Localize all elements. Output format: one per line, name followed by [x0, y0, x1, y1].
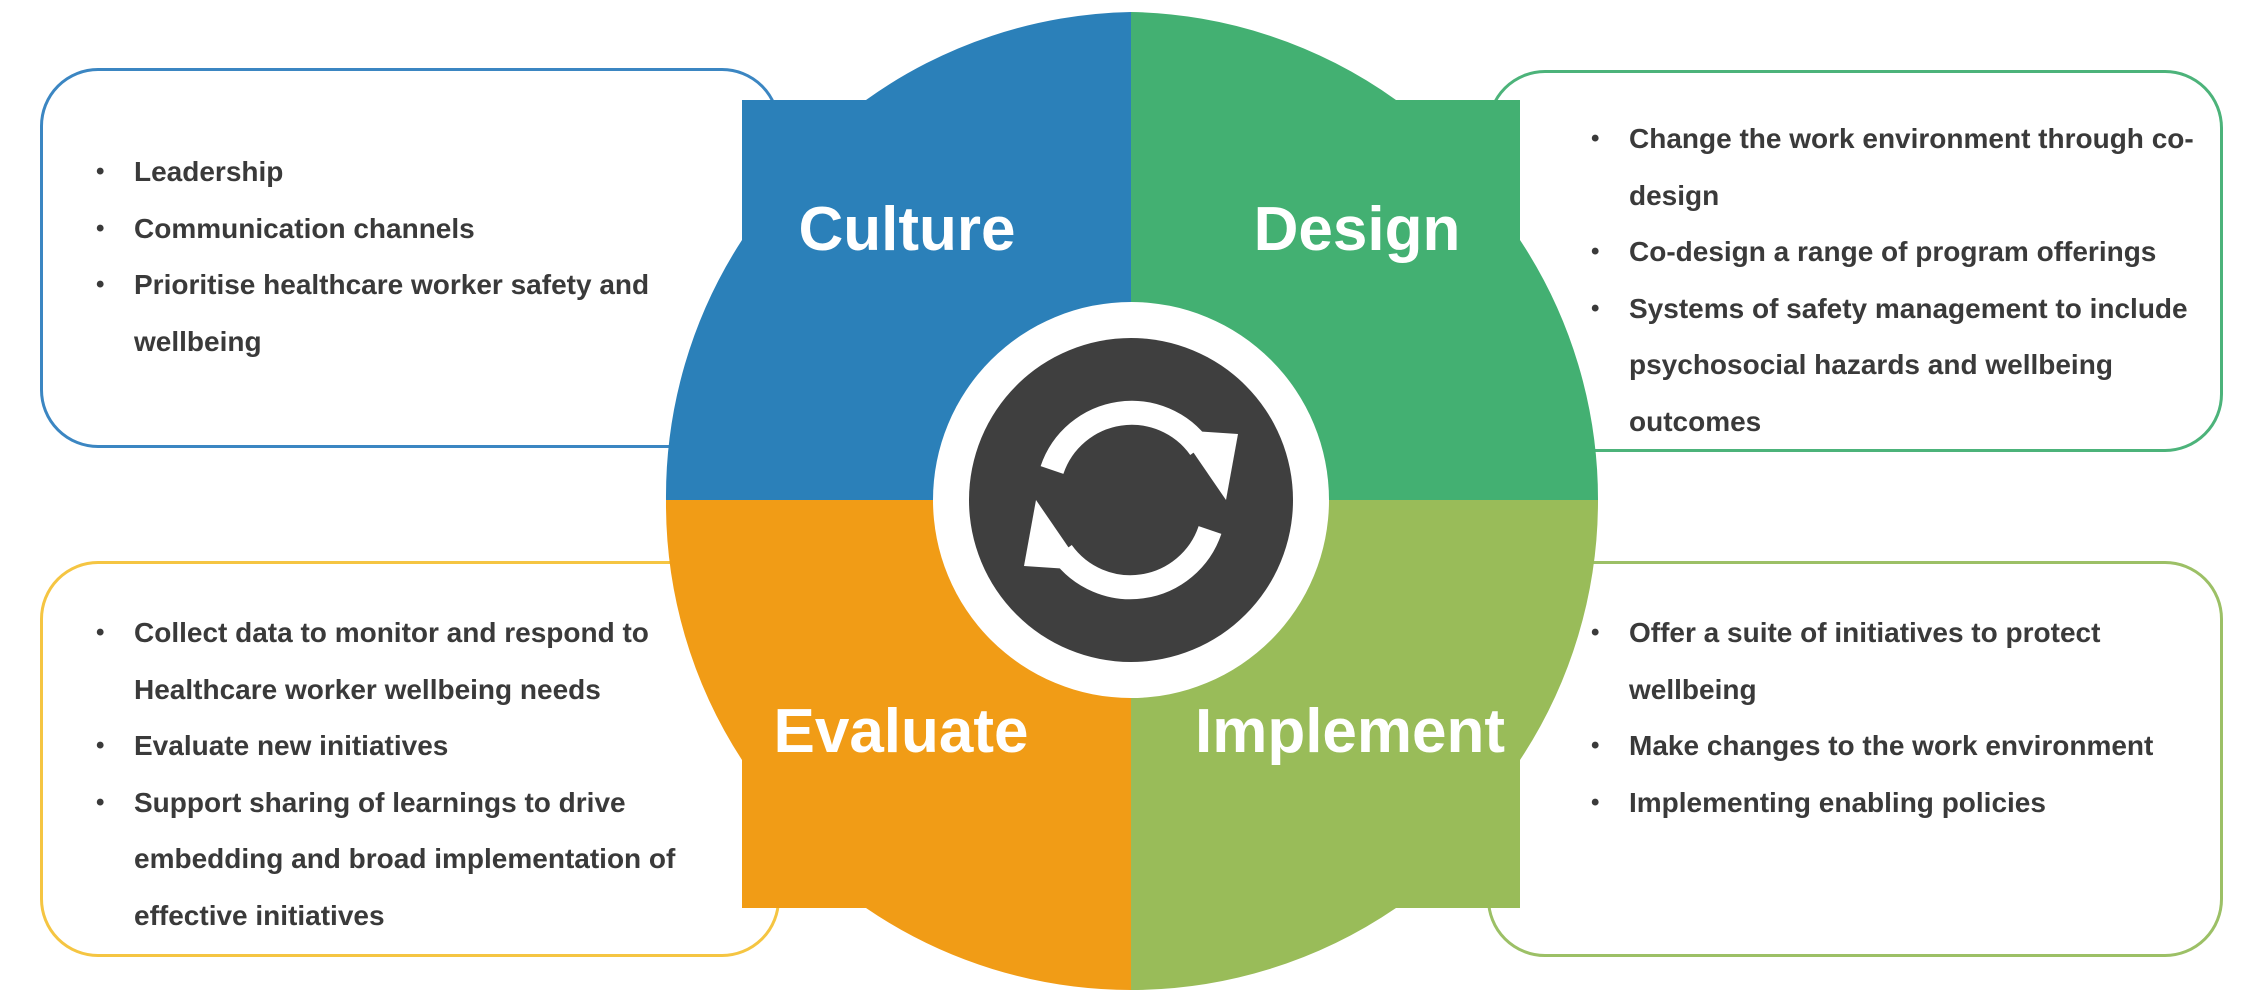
- bullet-icon: •: [1591, 788, 1600, 816]
- list-item: • Implementing enabling policies: [1591, 775, 2199, 832]
- bullet-icon: •: [1591, 238, 1600, 265]
- list-item: • Offer a suite of initiatives to protect…: [1591, 605, 2199, 718]
- list-item: • Make changes to the work environment: [1591, 718, 2199, 775]
- arrowhead-top-right: [1178, 430, 1238, 500]
- list-item-text: Co-design a range of program offerings: [1629, 236, 2157, 267]
- bullet-icon: •: [96, 732, 105, 759]
- list-item-text: Offer a suite of initiatives to protect …: [1629, 617, 2101, 705]
- bullet-icon: •: [1591, 125, 1600, 152]
- bullet-icon: •: [96, 271, 105, 298]
- list-item: • Support sharing of learnings to drive e…: [96, 775, 724, 945]
- center-disc: [969, 338, 1293, 662]
- list-item-text: Systems of safety management to include …: [1629, 292, 2188, 437]
- bullet-icon: •: [96, 619, 105, 646]
- culture-box: [40, 68, 780, 448]
- list-item-text: Implementing enabling policies: [1629, 786, 2046, 818]
- list-item: • Communication channels: [96, 201, 694, 258]
- list-item: • Systems of safety management to include…: [1591, 281, 2199, 451]
- bullet-icon: •: [1591, 619, 1600, 646]
- evaluate-list: • Collect data to monitor and respond to …: [96, 605, 724, 945]
- culture-list: • Leadership • Communication channels • Pri…: [96, 144, 694, 370]
- list-item: • Change the work environment through co-…: [1591, 111, 2199, 224]
- implement-title: Implement: [1195, 697, 1505, 766]
- list-item-text: Make changes to the work environment: [1629, 730, 2154, 761]
- bullet-icon: •: [1591, 294, 1600, 322]
- design-box: [1487, 70, 2223, 452]
- evaluate-box: [40, 561, 780, 957]
- bullet-icon: •: [96, 214, 105, 242]
- evaluate-title: Evaluate: [773, 697, 1028, 766]
- implement-list: • Offer a suite of initiatives to protect…: [1591, 605, 2199, 832]
- bullet-icon: •: [1591, 732, 1600, 759]
- list-item-text: Evaluate new initiatives: [134, 730, 449, 761]
- refresh-arrowheads: [1024, 430, 1238, 570]
- culture-title: Culture: [799, 195, 1016, 264]
- list-item-text: Collect data to monitor and respond to H…: [134, 617, 649, 705]
- list-item-text: Leadership: [134, 156, 284, 187]
- list-item: • Co-design a range of program offerings: [1591, 224, 2199, 281]
- list-item-text: Communication channels: [134, 212, 475, 244]
- design-title: Design: [1254, 195, 1461, 264]
- list-item: • Prioritise healthcare worker safety and…: [96, 257, 694, 370]
- refresh-cycle-icon: [1040, 400, 1222, 600]
- bullet-icon: •: [96, 158, 105, 185]
- bullet-icon: •: [96, 788, 105, 816]
- arrowhead-bottom-left: [1024, 500, 1084, 570]
- implement-box: [1487, 561, 2223, 957]
- list-item: • Evaluate new initiatives: [96, 718, 724, 775]
- list-item: • Collect data to monitor and respond to …: [96, 605, 724, 718]
- list-item-text: Change the work environment through co-d…: [1629, 123, 2194, 211]
- list-item-text: Support sharing of learnings to drive em…: [134, 786, 676, 931]
- list-item-text: Prioritise healthcare worker safety and …: [134, 269, 650, 357]
- design-list: • Change the work environment through co-…: [1591, 111, 2199, 451]
- list-item: • Leadership: [96, 144, 694, 201]
